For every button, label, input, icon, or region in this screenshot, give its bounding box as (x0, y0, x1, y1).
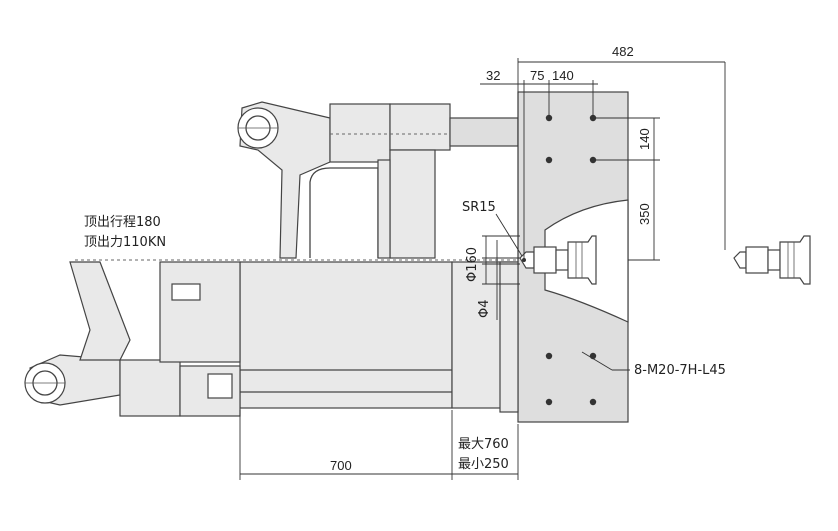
nozzle-icon (519, 235, 597, 285)
ejector-stroke-label: 顶出行程180 (84, 215, 161, 230)
dim-140-top: 140 (552, 68, 574, 83)
nozzle-detached-icon (733, 235, 811, 285)
ejector-force-label: 顶出力110KN (84, 235, 166, 250)
dimension-lines (239, 58, 726, 480)
dim-140-right: 140 (637, 128, 652, 150)
max-open-label: 最大760 (458, 437, 509, 452)
bolt-spec-label: 8-M20-7H-L45 (634, 363, 726, 378)
dim-700: 700 (330, 458, 352, 473)
moving-platen (119, 261, 517, 417)
dim-32: 32 (486, 68, 500, 83)
toggle-linkage (24, 101, 379, 406)
sr-label: SR15 (462, 200, 496, 215)
phi4-label: Φ4 (477, 299, 492, 318)
min-open-label: 最小250 (458, 457, 509, 472)
phi160-label: Φ160 (465, 247, 480, 282)
dim-350: 350 (637, 203, 652, 225)
crosshead-upper (329, 103, 519, 259)
dim-75: 75 (530, 68, 544, 83)
dim-482: 482 (612, 44, 634, 59)
